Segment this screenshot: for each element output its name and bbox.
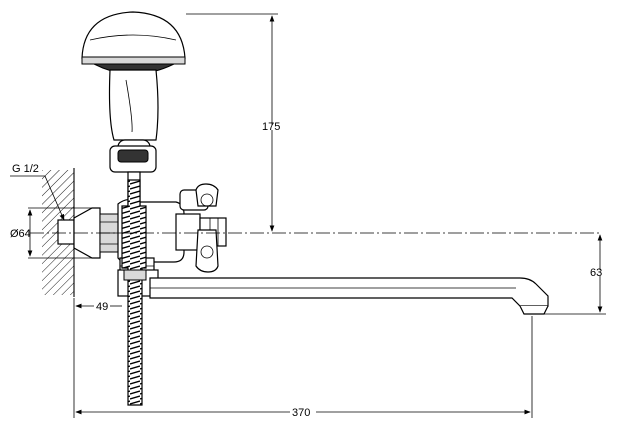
spout-aerator [519,305,549,315]
dim-flange-diameter: Ø64 [10,207,92,259]
hand-shower [81,11,186,207]
spout-offset-label: 63 [590,267,602,279]
hose-spiral [121,179,147,406]
shower-handle [108,69,159,141]
shower-head-rim [81,56,186,65]
handle-bottom-arm [195,229,219,273]
flange-diameter-label: Ø64 [10,228,31,240]
valve-bonnet [175,213,201,251]
shower-hose [121,179,147,406]
thread-label: G 1/2 [12,163,39,175]
wall-offset-label: 49 [96,301,108,313]
hose-nut [123,269,147,281]
spout-pipe [149,277,549,307]
dim-spout-offset: 63 [528,234,606,315]
dim-thread: G 1/2 [10,163,65,221]
dim-total-length: 370 [75,316,533,419]
handle-top-arm [195,183,219,207]
thread-nipple [57,219,75,245]
long-spout [149,277,549,315]
dim-wall-offset: 49 [73,298,122,418]
dim-shower-height: 175 [186,13,280,232]
total-length-label: 370 [292,407,310,419]
shower-height-label: 175 [262,121,280,133]
cross-handle [179,183,219,273]
